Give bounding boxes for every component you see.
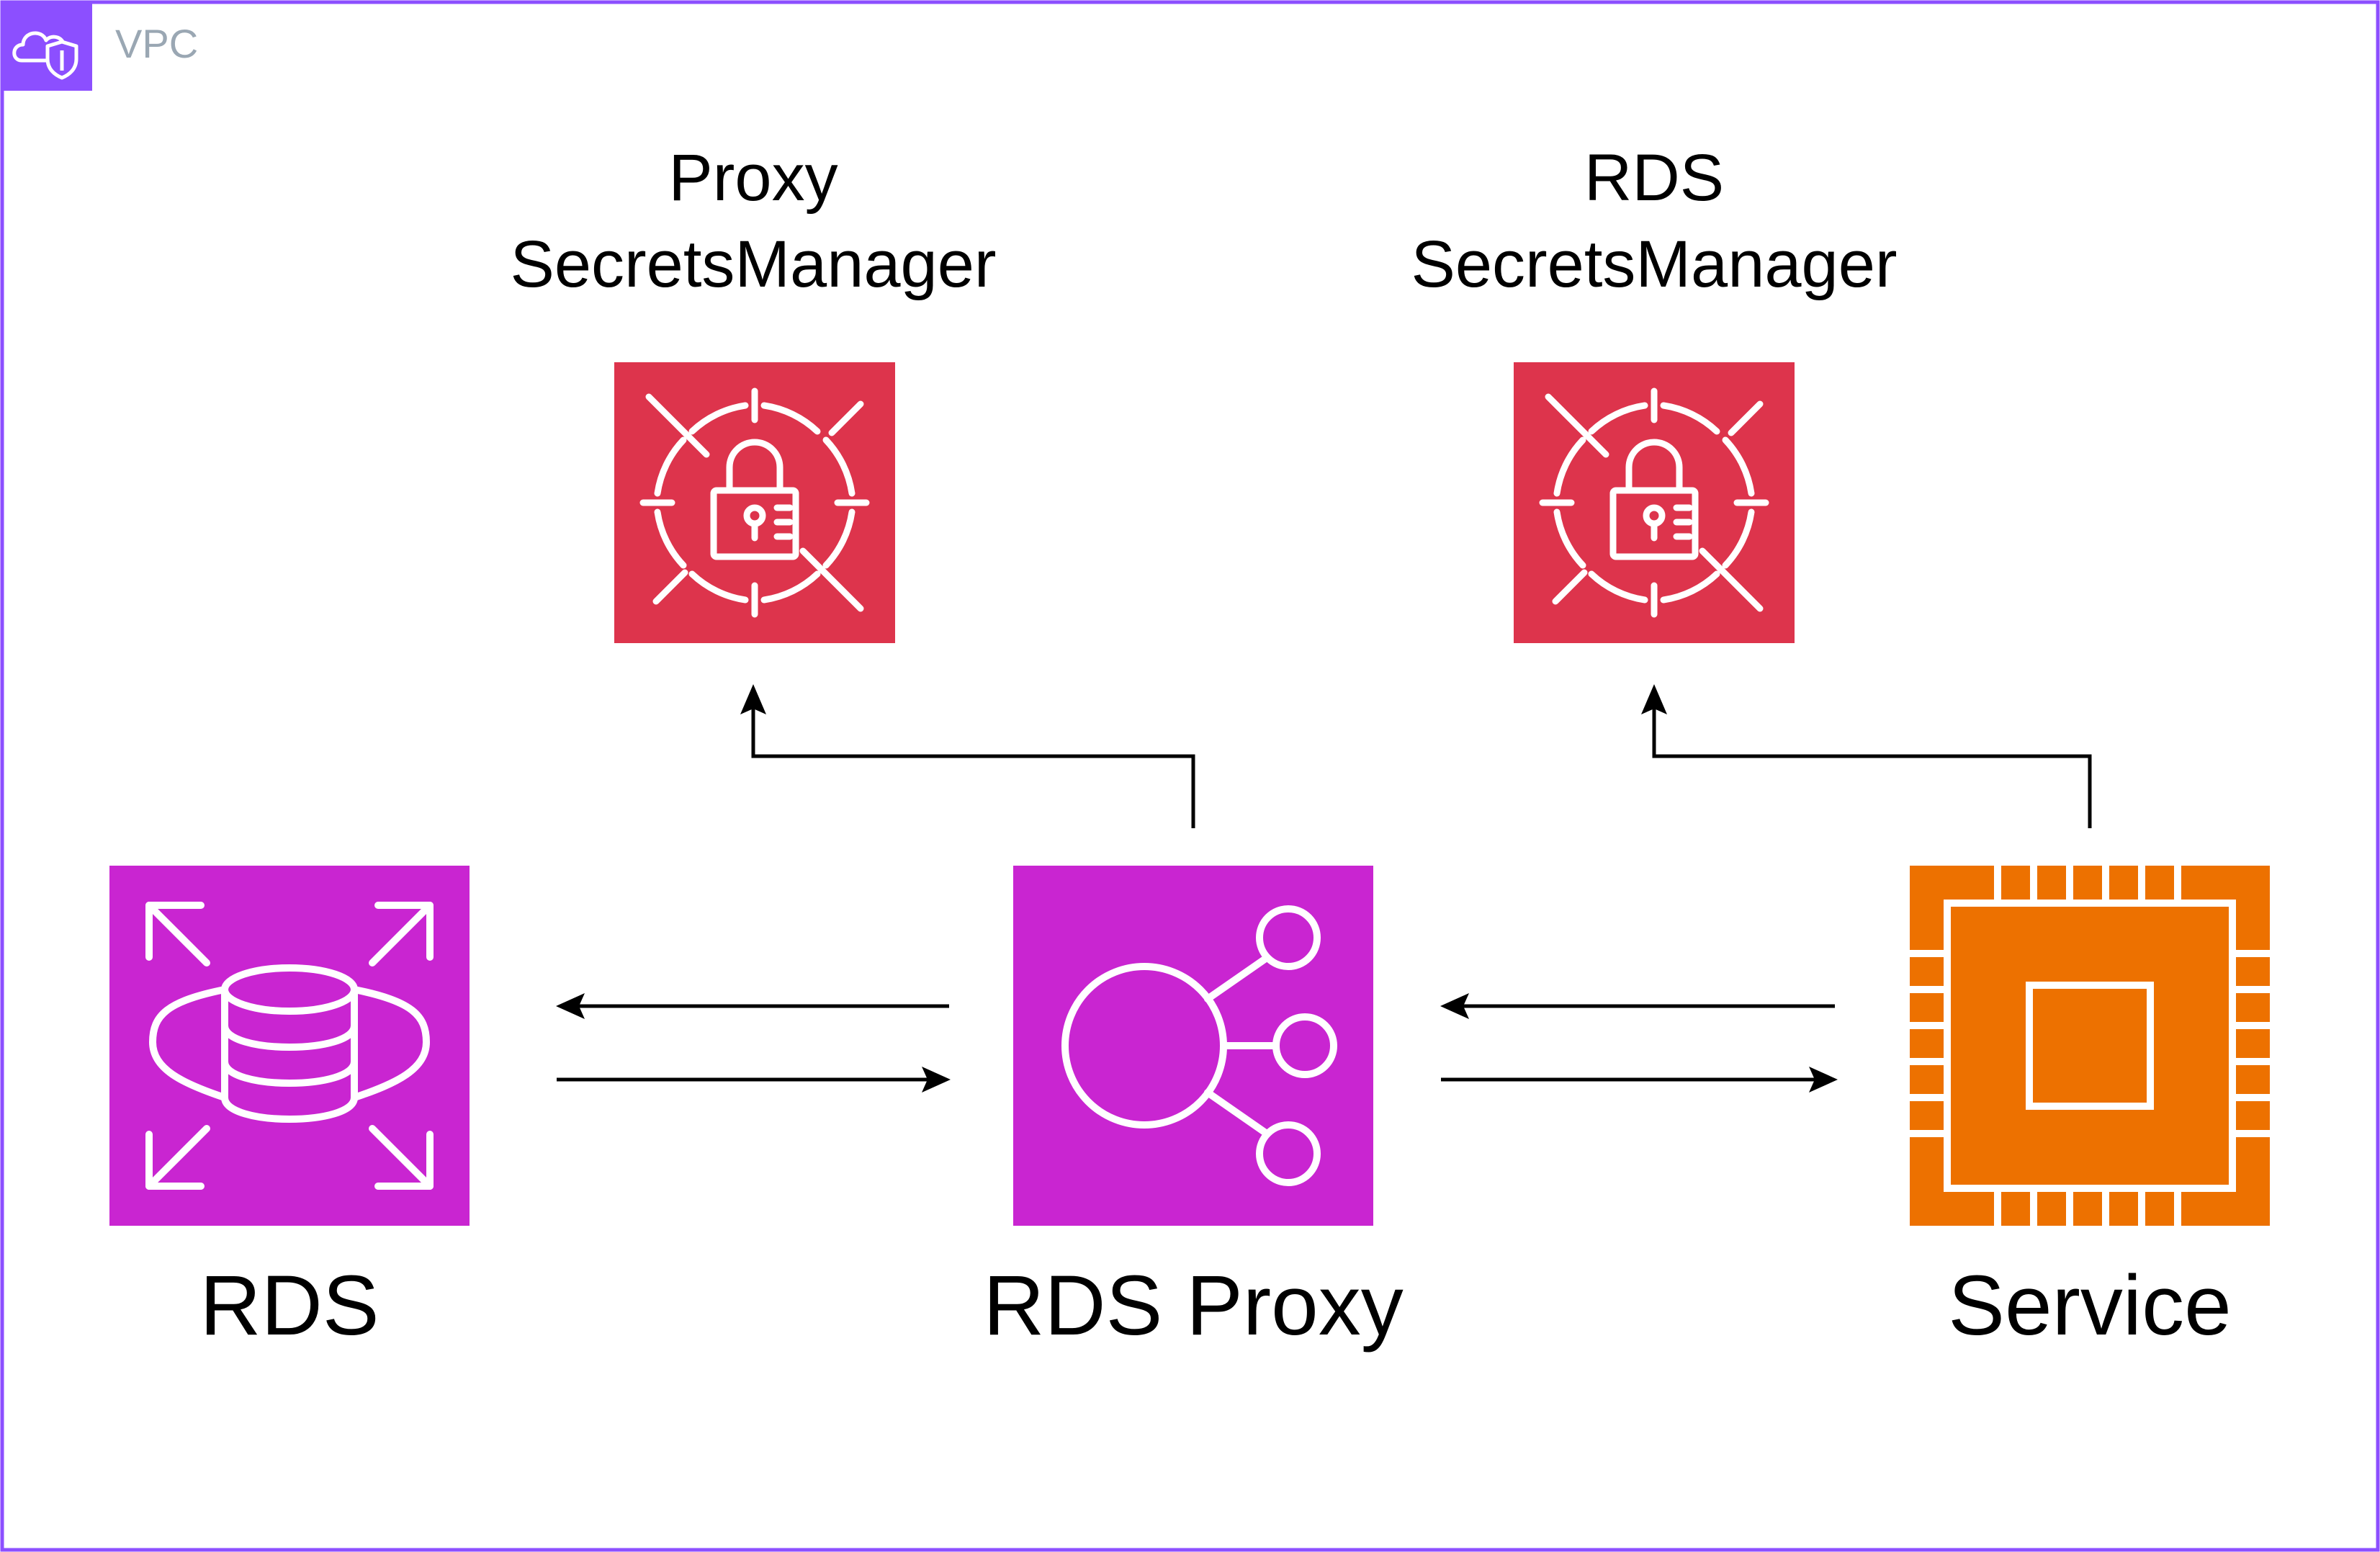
rds-label: RDS (199, 1258, 379, 1353)
rds-database-icon (109, 866, 470, 1226)
rds-secrets-label-line1: RDS (1584, 141, 1724, 215)
proxy-secrets-label-line2: SecretsManager (511, 228, 997, 301)
rds-node[interactable]: RDS (109, 866, 470, 1353)
edge-rds-proxy-to-proxy-secrets[interactable] (740, 684, 1195, 828)
rds-secrets-manager-node[interactable]: RDS SecretsManager (1411, 141, 1898, 643)
edge-rds-proxy-to-rds[interactable] (556, 993, 949, 1019)
vpc-cloud-shield-icon (2, 2, 92, 91)
proxy-secrets-label-line1: Proxy (668, 141, 838, 215)
secrets-manager-icon (614, 362, 895, 643)
connectors (556, 684, 2092, 1093)
rds-proxy-node[interactable]: RDS Proxy (983, 866, 1404, 1353)
edge-service-to-rds-proxy[interactable] (1440, 993, 1835, 1019)
secrets-manager-icon (1514, 362, 1795, 643)
edge-rds-proxy-to-service[interactable] (1441, 1067, 1838, 1093)
edge-rds-to-rds-proxy[interactable] (557, 1067, 951, 1093)
rds-secrets-label-line2: SecretsManager (1411, 228, 1898, 301)
vpc-label: VPC (115, 21, 198, 66)
rds-proxy-label: RDS Proxy (983, 1258, 1404, 1353)
compute-chip-icon (1906, 862, 2273, 1229)
proxy-secrets-manager-node[interactable]: Proxy SecretsManager (511, 141, 997, 643)
service-node[interactable]: Service (1906, 862, 2273, 1353)
service-label: Service (1948, 1258, 2231, 1353)
rds-proxy-icon (1013, 866, 1373, 1226)
edge-service-to-rds-secrets[interactable] (1641, 684, 2092, 828)
